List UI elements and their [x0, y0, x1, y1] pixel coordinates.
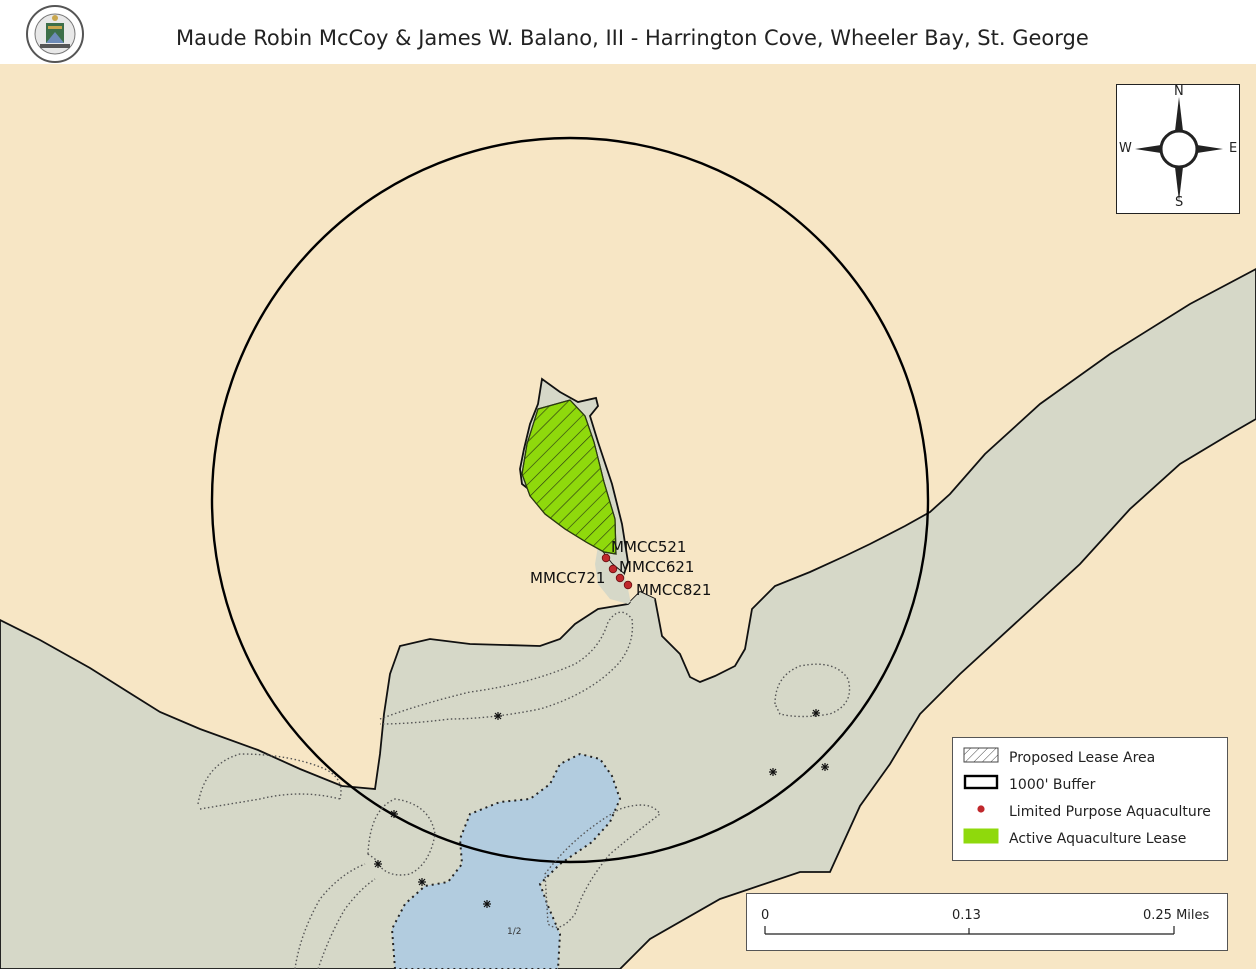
lpa-label-mmcc621: MMCC621 — [619, 558, 694, 576]
active-lease-swatch — [963, 828, 999, 848]
lpa-sites: MMCC521 MMCC621 MMCC721 MMCC821 — [530, 538, 711, 599]
legend-item-buffer: 1000' Buffer — [963, 774, 1095, 796]
map-frame[interactable]: 1/2 MMCC521 MMCC621 MMCC721 MMCC821 N S … — [0, 64, 1256, 969]
cove-neck-flats — [595, 546, 655, 609]
open-water — [390, 752, 622, 969]
rock-symbols — [374, 709, 829, 908]
lpa-point-swatch — [963, 803, 999, 821]
legend-label: Active Aquaculture Lease — [1009, 831, 1187, 847]
scale-tick-0: 0 — [761, 908, 770, 923]
compass-south-label: S — [1175, 195, 1184, 210]
lpa-label-mmcc821: MMCC821 — [636, 581, 711, 599]
northeast-estuary-flats — [0, 267, 1256, 969]
ledge-outcrops — [197, 611, 851, 969]
scale-tick-end: 0.25 Miles — [1143, 908, 1210, 923]
map-title: Maude Robin McCoy & James W. Balano, III… — [176, 26, 1089, 50]
scale-tick-mid: 0.13 — [952, 908, 981, 923]
buffer-1000ft-circle — [210, 136, 930, 864]
north-arrow-compass: N S W E — [1116, 84, 1240, 214]
proposed-lease-area — [521, 399, 617, 555]
legend-label: Limited Purpose Aquaculture — [1009, 804, 1211, 820]
legend-label: Proposed Lease Area — [1009, 750, 1156, 766]
legend-item-active-lease: Active Aquaculture Lease — [963, 828, 1186, 850]
buffer-swatch — [963, 774, 999, 794]
compass-north-label: N — [1174, 84, 1184, 99]
depth-label: 1/2 — [507, 927, 521, 937]
map-header: Maude Robin McCoy & James W. Balano, III… — [0, 0, 1256, 64]
lpa-point-mmcc821[interactable] — [623, 580, 633, 590]
proposed-lease-swatch — [963, 747, 999, 767]
lpa-point-mmcc621[interactable] — [608, 564, 618, 574]
maine-dmr-seal-logo — [22, 4, 88, 64]
map-canvas: 1/2 MMCC521 MMCC621 MMCC721 MMCC821 — [0, 64, 1256, 969]
legend-item-proposed-lease: Proposed Lease Area — [963, 747, 1155, 769]
compass-east-label: E — [1229, 141, 1238, 156]
map-legend: Proposed Lease Area 1000' Buffer Limited… — [952, 737, 1228, 861]
compass-west-label: W — [1119, 141, 1132, 156]
lpa-point-mmcc521[interactable] — [601, 553, 611, 563]
lpa-label-mmcc721: MMCC721 — [530, 569, 605, 587]
legend-item-lpa: Limited Purpose Aquaculture — [963, 801, 1211, 823]
scale-bar: 0 0.13 0.25 Miles — [746, 893, 1228, 951]
lpa-point-mmcc721[interactable] — [615, 573, 625, 583]
lpa-label-mmcc521: MMCC521 — [611, 538, 686, 556]
legend-label: 1000' Buffer — [1009, 777, 1096, 793]
